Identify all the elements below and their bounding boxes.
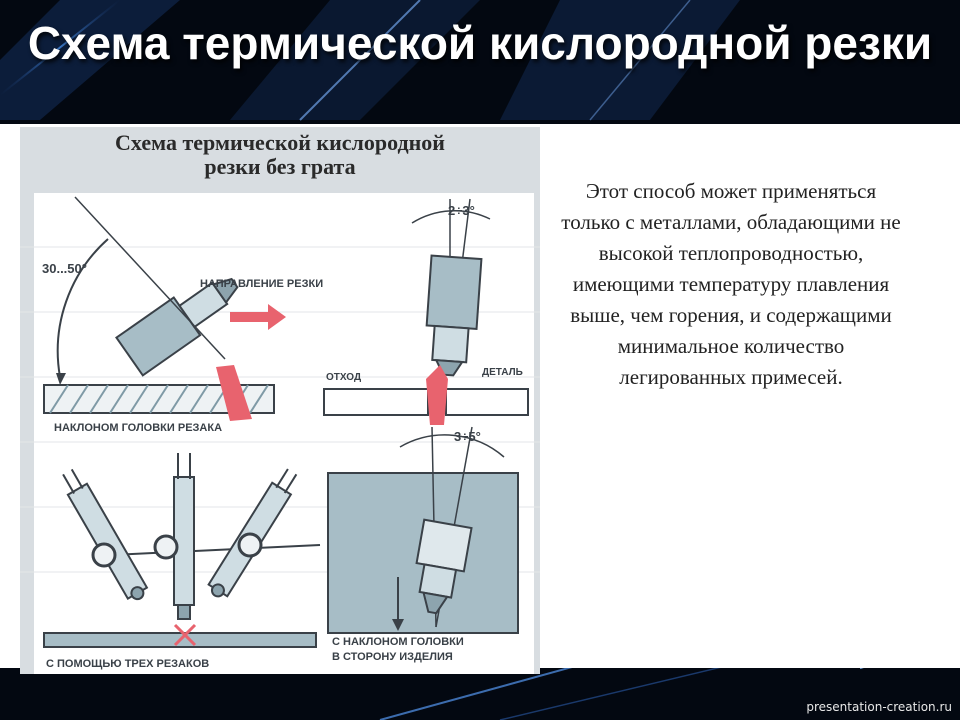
angle-arrow-1 [56, 373, 66, 385]
three-torches-scheme: С ПОМОЩЬЮ ТРЕХ РЕЗАКОВ [43, 453, 321, 670]
plate-hatching [49, 384, 269, 414]
angle-label-3: 3÷5° [454, 429, 481, 444]
angle-arc-1 [56, 238, 109, 378]
watermark: presentation-creation.ru [806, 700, 952, 714]
inclined-to-part-scheme: 3÷5° С НАКЛОНОМ ГОЛОВКИ В СТОРОНУ ИЗДЕЛИ… [327, 426, 519, 663]
direction-label: НАПРАВЛЕНИЕ РЕЗКИ [200, 278, 323, 290]
torch-head-3 [415, 518, 473, 615]
angle-label-2: 2÷3° [448, 203, 475, 218]
angle-label-1: 30...50° [42, 261, 87, 276]
inclined-torch-scheme: 30...50° НАПРАВЛЕНИЕ РЕЗКИ НАКЛОНОМ ГОЛО… [42, 196, 323, 434]
figure-title-line-2: резки без грата [204, 154, 356, 179]
vertical-torch-scheme: 2÷3° ОТХОД ДЕТАЛЬ [323, 198, 529, 425]
caption-1: НАКЛОНОМ ГОЛОВКИ РЕЗАКА [54, 422, 222, 434]
cut-point-mark [173, 623, 197, 647]
figure-title: Схема термической кислородной резки без … [20, 131, 540, 179]
gauge-left [91, 542, 117, 568]
cutting-scheme-drawing: 30...50° НАПРАВЛЕНИЕ РЕЗКИ НАКЛОНОМ ГОЛО… [20, 193, 540, 674]
caption-2-line-1: С НАКЛОНОМ ГОЛОВКИ [332, 636, 464, 648]
torch-center [173, 453, 195, 620]
gauge-right [237, 532, 263, 558]
torch-axis-line [74, 196, 226, 360]
cutting-flame [216, 365, 252, 421]
torch-head-2 [425, 254, 483, 377]
cutting-flame-2 [426, 365, 448, 425]
figure-title-line-1: Схема термической кислородной [115, 130, 445, 155]
workpiece-part [445, 388, 529, 416]
feed-arrow-head [392, 619, 404, 631]
torch-head-1 [115, 277, 239, 377]
description-text: Этот способ может применяться только с м… [561, 179, 901, 389]
cutting-scheme-figure: Схема термической кислородной резки без … [20, 127, 540, 674]
torch-rail [109, 544, 321, 556]
direction-arrow [230, 304, 286, 330]
slide-title: Схема термической кислородной резки [27, 17, 933, 69]
waste-part [323, 388, 429, 416]
caption-2-line-2: В СТОРОНУ ИЗДЕЛИЯ [332, 651, 453, 663]
gauge-center [153, 534, 179, 560]
part-label: ДЕТАЛЬ [482, 367, 523, 378]
caption-3: С ПОМОЩЬЮ ТРЕХ РЕЗАКОВ [46, 658, 209, 670]
waste-label: ОТХОД [326, 372, 361, 383]
angle-arc-3 [399, 434, 505, 458]
content-panel: Схема термической кислородной резки без … [0, 124, 960, 674]
angle-arc-2 [411, 209, 491, 224]
